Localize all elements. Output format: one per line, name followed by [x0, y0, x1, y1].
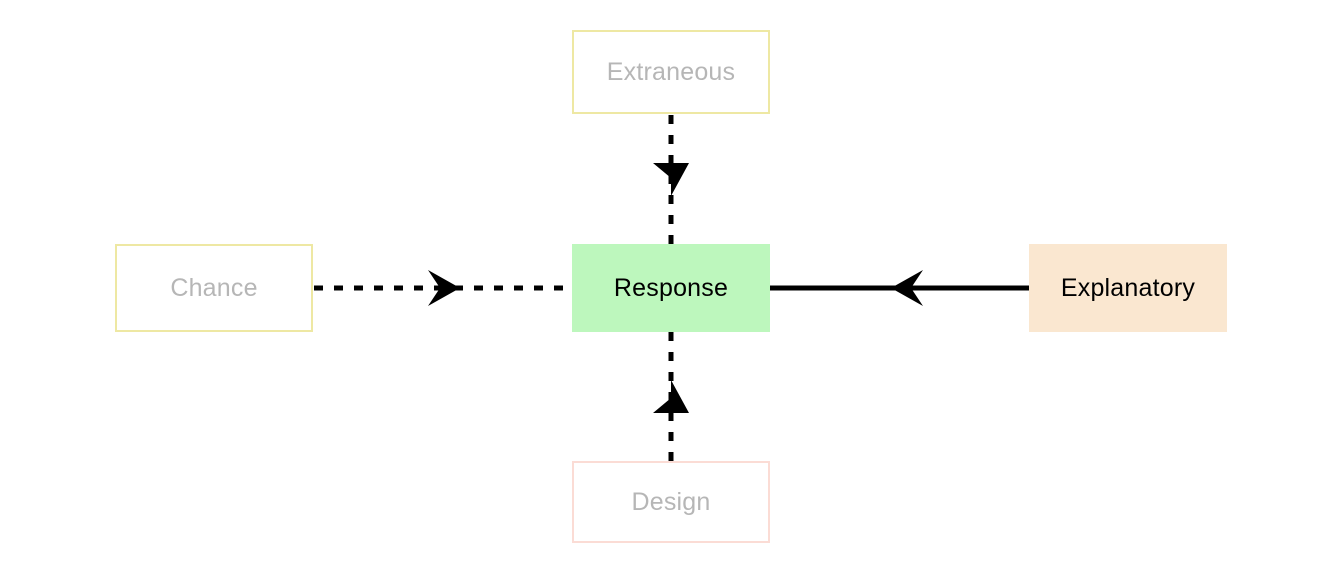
- node-response-label: Response: [613, 273, 729, 302]
- edge-chance-to-response-arrowhead: [428, 270, 460, 306]
- node-explanatory-label: Explanatory: [1060, 273, 1196, 302]
- edge-extraneous-to-response: [653, 115, 689, 244]
- node-extraneous-label: Extraneous: [606, 57, 736, 86]
- edge-extraneous-to-response-arrowhead: [653, 163, 689, 196]
- edge-explanatory-to-response: [770, 270, 1029, 306]
- edge-explanatory-to-response-arrowhead: [891, 270, 923, 306]
- node-response[interactable]: Response: [572, 244, 770, 332]
- edge-chance-to-response: [314, 270, 572, 306]
- node-explanatory[interactable]: Explanatory: [1029, 244, 1227, 332]
- edge-design-to-response: [653, 332, 689, 461]
- edge-design-to-response-arrowhead: [653, 380, 689, 413]
- node-extraneous[interactable]: Extraneous: [572, 30, 770, 114]
- node-chance-label: Chance: [170, 273, 258, 302]
- node-chance[interactable]: Chance: [115, 244, 313, 332]
- node-design[interactable]: Design: [572, 461, 770, 543]
- node-design-label: Design: [631, 487, 711, 516]
